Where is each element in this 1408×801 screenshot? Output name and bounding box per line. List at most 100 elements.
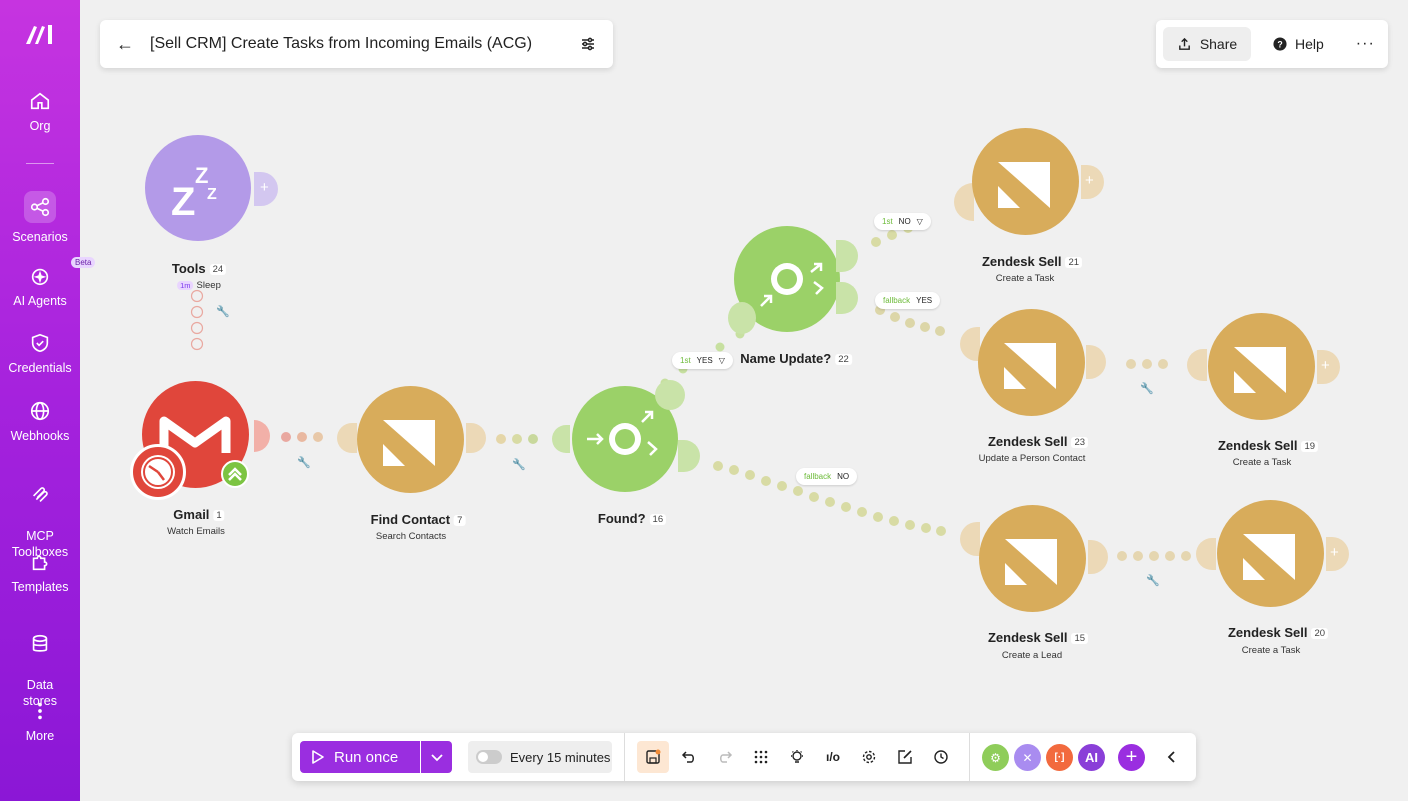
- input-handle: [1187, 349, 1207, 381]
- run-options-dropdown[interactable]: [421, 741, 452, 773]
- route-filter-name-yes[interactable]: fallback YES: [875, 292, 941, 309]
- scenario-title[interactable]: [Sell CRM] Create Tasks from Incoming Em…: [150, 35, 533, 52]
- sidebar-item-more[interactable]: More: [0, 700, 80, 744]
- add-module-handle[interactable]: +: [1081, 165, 1104, 199]
- undo-button[interactable]: [673, 741, 705, 773]
- sidebar-divider: [26, 163, 54, 164]
- route-filter-found-yes[interactable]: 1st YES ▽: [672, 352, 733, 369]
- lightbulb-icon: [791, 750, 803, 763]
- zendesk-sell-icon: [383, 420, 435, 466]
- more-vertical-icon: [38, 702, 42, 720]
- ai-button[interactable]: AI: [1078, 744, 1105, 771]
- scenario-settings-button[interactable]: [563, 36, 613, 52]
- explain-flow-button[interactable]: [781, 741, 813, 773]
- router-branch-handle[interactable]: [836, 282, 858, 314]
- share-nodes-icon: [30, 197, 50, 217]
- svg-text:Z: Z: [195, 163, 208, 188]
- sidebar: Org Scenarios Beta AI Agents Credentials…: [0, 0, 96, 801]
- sidebar-item-mcp-toolboxes[interactable]: MCP Toolboxes: [0, 468, 80, 560]
- sidebar-item-ai-agents[interactable]: Beta AI Agents: [0, 257, 96, 309]
- zendesk-sell-icon: [1005, 539, 1057, 585]
- play-icon: [312, 750, 324, 764]
- sidebar-item-webhooks[interactable]: Webhooks: [0, 400, 80, 444]
- module-action: Search Contacts: [375, 531, 447, 542]
- scenario-settings-gear-button[interactable]: [853, 741, 885, 773]
- wrench-icon[interactable]: 🔧: [512, 459, 526, 471]
- add-module-handle[interactable]: +: [1326, 537, 1349, 571]
- route-order: fallback: [804, 472, 832, 481]
- route-filter-found-no[interactable]: fallback NO: [796, 468, 858, 485]
- io-button[interactable]: ı/o: [817, 741, 849, 773]
- plus-icon: +: [1125, 746, 1138, 768]
- scenario-canvas[interactable]: [80, 80, 1408, 730]
- tools-sleep-module[interactable]: Z Z Z: [145, 135, 251, 241]
- module-action: Update a Person Contact: [978, 453, 1086, 464]
- route-condition: NO: [898, 217, 911, 226]
- text-parser-button[interactable]: [·]: [1046, 744, 1073, 771]
- share-button[interactable]: Share: [1163, 27, 1251, 61]
- connector-tools-gmail: [190, 289, 204, 351]
- name-update-router-module[interactable]: [734, 226, 840, 332]
- toolbar-divider: [624, 733, 625, 781]
- module-action-text: Sleep: [196, 280, 221, 291]
- flow-control-button[interactable]: ✕: [1014, 744, 1041, 771]
- zendesk-sell-15-module[interactable]: [979, 505, 1086, 612]
- notes-button[interactable]: [889, 741, 921, 773]
- schedule-clock-icon[interactable]: [130, 444, 186, 500]
- output-handle[interactable]: [1086, 345, 1106, 379]
- more-options-button[interactable]: ···: [1355, 35, 1375, 52]
- router-branch-handle[interactable]: [655, 380, 685, 410]
- auto-align-button[interactable]: [745, 741, 777, 773]
- zendesk-sell-21-module[interactable]: [972, 128, 1079, 235]
- router-branch-handle[interactable]: [678, 440, 700, 472]
- schedule-switch[interactable]: [476, 750, 502, 764]
- redo-button[interactable]: [709, 741, 741, 773]
- chevron-left-icon: [1167, 751, 1175, 763]
- output-handle[interactable]: [254, 420, 270, 452]
- clock-icon: [141, 455, 175, 489]
- sidebar-item-label: Templates: [11, 580, 69, 594]
- route-filter-name-no[interactable]: 1st NO ▽: [874, 213, 931, 230]
- undo-icon: [681, 751, 694, 763]
- schedule-toggle[interactable]: Every 15 minutes: [468, 741, 612, 773]
- help-button[interactable]: ? Help: [1273, 36, 1324, 52]
- sidebar-item-label: Scenarios: [12, 230, 68, 244]
- zendesk-sell-19-module[interactable]: [1208, 313, 1315, 420]
- sidebar-item-scenarios[interactable]: Scenarios: [0, 191, 80, 245]
- sidebar-item-credentials[interactable]: Credentials: [0, 332, 80, 376]
- add-module-button[interactable]: +: [1118, 744, 1145, 771]
- tools-menu-button[interactable]: ⚙: [982, 744, 1009, 771]
- output-handle[interactable]: [1088, 540, 1108, 574]
- auto-save-button[interactable]: [637, 741, 669, 773]
- module-action: Create a Task: [995, 273, 1055, 284]
- scenario-title-bar: ← [Sell CRM] Create Tasks from Incoming …: [100, 20, 613, 68]
- back-button[interactable]: ←: [100, 20, 150, 68]
- arrow-left-icon: ←: [116, 33, 134, 54]
- sidebar-item-org[interactable]: Org: [0, 90, 80, 134]
- run-once-button[interactable]: Run once: [300, 741, 420, 773]
- output-handle[interactable]: [466, 423, 486, 453]
- wrench-icon[interactable]: 🔧: [216, 306, 230, 318]
- input-output-icon: ı/o: [826, 750, 840, 764]
- wrench-icon[interactable]: 🔧: [297, 457, 311, 469]
- gear-icon: [862, 750, 876, 764]
- module-action: Create a Task: [1241, 645, 1301, 656]
- zendesk-sell-20-module[interactable]: [1217, 500, 1324, 607]
- find-contact-module[interactable]: [357, 386, 464, 493]
- collapse-toolbar-button[interactable]: [1156, 741, 1188, 773]
- wrench-icon[interactable]: 🔧: [1146, 575, 1160, 587]
- history-button[interactable]: [925, 741, 957, 773]
- share-icon: [1178, 37, 1190, 50]
- globe-icon: [30, 401, 50, 421]
- zendesk-sell-23-module[interactable]: [978, 309, 1085, 416]
- router-branch-handle[interactable]: [836, 240, 858, 272]
- make-logo-icon[interactable]: [24, 22, 56, 46]
- plus-icon: +: [260, 179, 269, 196]
- input-handle: [960, 327, 980, 361]
- sidebar-item-label: Credentials: [8, 361, 72, 375]
- wrench-icon[interactable]: 🔧: [1140, 383, 1154, 395]
- add-module-handle[interactable]: +: [1317, 350, 1340, 384]
- module-id: 19: [1301, 441, 1319, 453]
- sidebar-item-templates[interactable]: Templates: [0, 551, 80, 595]
- sidebar-item-data-stores[interactable]: Data stores: [0, 617, 80, 709]
